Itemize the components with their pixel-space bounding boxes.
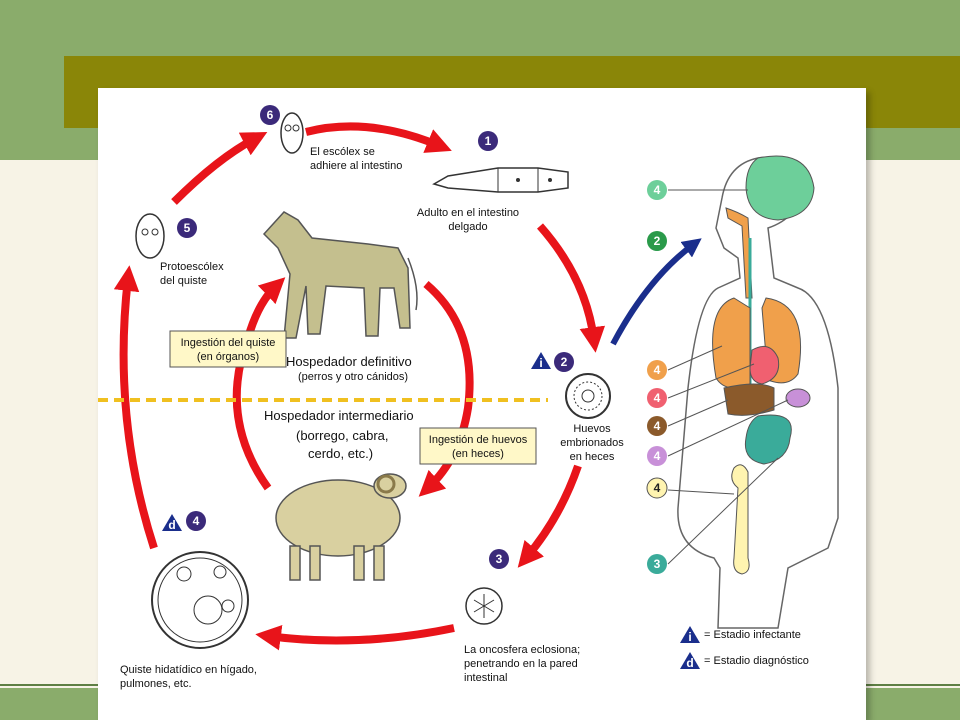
adult-tapeworm xyxy=(432,167,569,193)
oncosphere xyxy=(465,587,503,625)
intestine-marker xyxy=(647,554,667,574)
diagnostic-badge-label: d xyxy=(168,518,175,532)
brain-marker xyxy=(647,180,667,200)
bone-marker xyxy=(646,477,668,499)
step-6-number: 6 xyxy=(267,108,274,122)
definitive-host-examples: (perros y otro cánidos) xyxy=(298,371,408,383)
egg-ingestion-label-1: Ingestión de huevos xyxy=(429,434,528,446)
hydatid-cyst xyxy=(151,551,249,649)
scolex-attached xyxy=(280,112,304,154)
cycle-arrows xyxy=(113,122,606,651)
heart-marker-number: 4 xyxy=(654,391,661,405)
legend-diagnostic-text: = Estadio diagnóstico xyxy=(704,655,809,667)
dog-illustration xyxy=(262,211,418,339)
intermediate-host-title: Hospedador intermediario xyxy=(264,408,414,423)
spleen-marker xyxy=(647,446,667,466)
diagram-canvas: 6 El escólex se adhiere al intestino 1 A… xyxy=(98,105,839,690)
step-6-marker xyxy=(260,105,280,125)
step-1-marker xyxy=(478,131,498,151)
heart-organ xyxy=(749,345,780,385)
legend-infective-text: = Estadio infectante xyxy=(704,629,801,641)
legend-infective-icon xyxy=(680,626,700,643)
step-5-number: 5 xyxy=(184,221,191,235)
step-4-number: 4 xyxy=(193,514,200,528)
legend-diagnostic-mark: d xyxy=(686,656,693,670)
intestine-marker-number: 3 xyxy=(654,557,661,571)
spleen-marker-number: 4 xyxy=(654,449,661,463)
step-5-marker xyxy=(177,218,197,238)
step-5-label-1: Protoescólex xyxy=(160,261,224,273)
step-2-label-2: embrionados xyxy=(560,437,624,449)
step-3-marker xyxy=(489,549,509,569)
organ-callout-lines xyxy=(667,189,789,565)
human-body xyxy=(677,155,839,629)
legend-diagnostic-icon xyxy=(680,652,700,669)
step-3-number: 3 xyxy=(496,552,503,566)
step-2-number: 2 xyxy=(561,355,568,369)
cyst-ingestion-label-2: (en órganos) xyxy=(197,351,259,363)
route-marker-number: 2 xyxy=(654,234,661,248)
lung-marker xyxy=(647,360,667,380)
bone-marker-number: 4 xyxy=(654,481,661,495)
diagnostic-badge xyxy=(162,514,182,531)
step-2-label-3: en heces xyxy=(570,451,615,463)
embryonated-egg xyxy=(565,373,611,419)
intestine-organ xyxy=(744,414,792,465)
life-cycle-diagram: 6 El escólex se adhiere al intestino 1 A… xyxy=(98,88,866,720)
spleen-organ xyxy=(785,388,811,408)
bone-organ xyxy=(731,464,750,575)
heart-marker xyxy=(647,388,667,408)
sheep-illustration xyxy=(275,473,407,581)
step-4-marker xyxy=(186,511,206,531)
liver-marker-number: 4 xyxy=(654,419,661,433)
step-5-label-2: del quiste xyxy=(160,275,207,287)
legend: i = Estadio infectante d = Estadio diagn… xyxy=(680,626,809,670)
liver-marker xyxy=(647,416,667,436)
cyst-ingestion-label-1: Ingestión del quiste xyxy=(181,337,276,349)
step-4-label-2: pulmones, etc. xyxy=(120,678,192,690)
intermediate-host-examples-1: (borrego, cabra, xyxy=(296,428,389,443)
lung-marker-number: 4 xyxy=(654,363,661,377)
step-4-label-1: Quiste hidatídico en hígado, xyxy=(120,664,257,676)
step-2-label-1: Huevos xyxy=(573,423,611,435)
step-1-label-2: delgado xyxy=(448,221,487,233)
protoscolex xyxy=(135,213,165,259)
step-1-number: 1 xyxy=(485,134,492,148)
brain-organ xyxy=(745,155,815,221)
liver-organ xyxy=(723,383,775,416)
cyst-ingestion-box xyxy=(169,330,287,368)
egg-ingestion-label-2: (en heces) xyxy=(452,448,504,460)
intermediate-host-examples-2: cerdo, etc.) xyxy=(308,446,373,461)
step-1-label-1: Adulto en el intestino xyxy=(417,207,519,219)
definitive-host-title: Hospedador definitivo xyxy=(286,354,412,369)
left-lung-organ xyxy=(712,297,751,389)
infective-badge xyxy=(531,352,551,369)
step-6-label-2: adhiere al intestino xyxy=(310,160,402,172)
legend-infective-mark: i xyxy=(688,630,691,644)
route-marker xyxy=(647,231,667,251)
step-2-marker xyxy=(554,352,574,372)
step-3-label-3: intestinal xyxy=(464,672,507,684)
step-3-label-2: penetrando en la pared xyxy=(464,658,578,670)
egg-ingestion-box xyxy=(419,427,537,465)
step-6-label-1: El escólex se xyxy=(310,146,375,158)
brain-marker-number: 4 xyxy=(654,183,661,197)
human-route-arrow xyxy=(610,238,702,346)
infective-badge-label: i xyxy=(539,356,542,370)
step-3-label-1: La oncosfera eclosiona; xyxy=(464,644,580,656)
